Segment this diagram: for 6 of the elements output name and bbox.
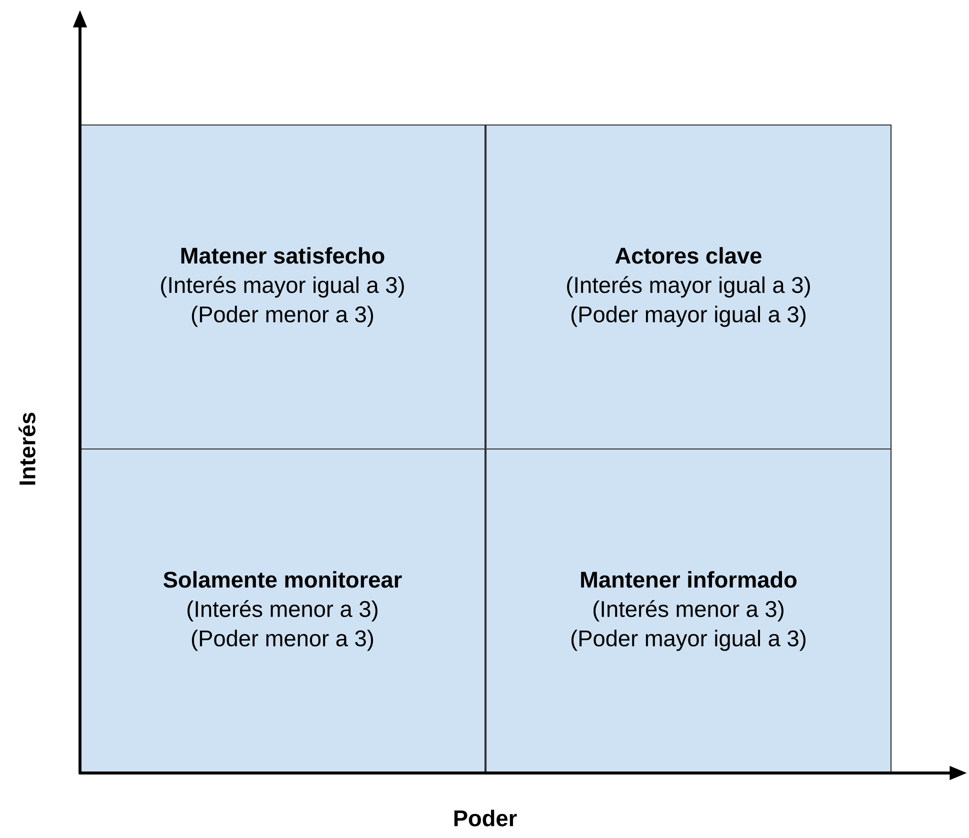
axis-label: Interés xyxy=(18,412,36,485)
quadrant-box: Solamente monitorear (Interés menor a 3) (Poder menor a 3) xyxy=(79,448,486,774)
quadrant-box: Matener satisfecho (Interés mayor igual a 3) (Poder menor a 3) xyxy=(79,124,486,450)
quadrant-box: Actores clave (Interés mayor igual a 3) (Poder mayor igual a 3) xyxy=(485,124,892,450)
quadrant-box: Mantener informado (Interés menor a 3) (Poder mayor igual a 3) xyxy=(485,448,892,774)
axis-label: Poder xyxy=(454,810,517,826)
